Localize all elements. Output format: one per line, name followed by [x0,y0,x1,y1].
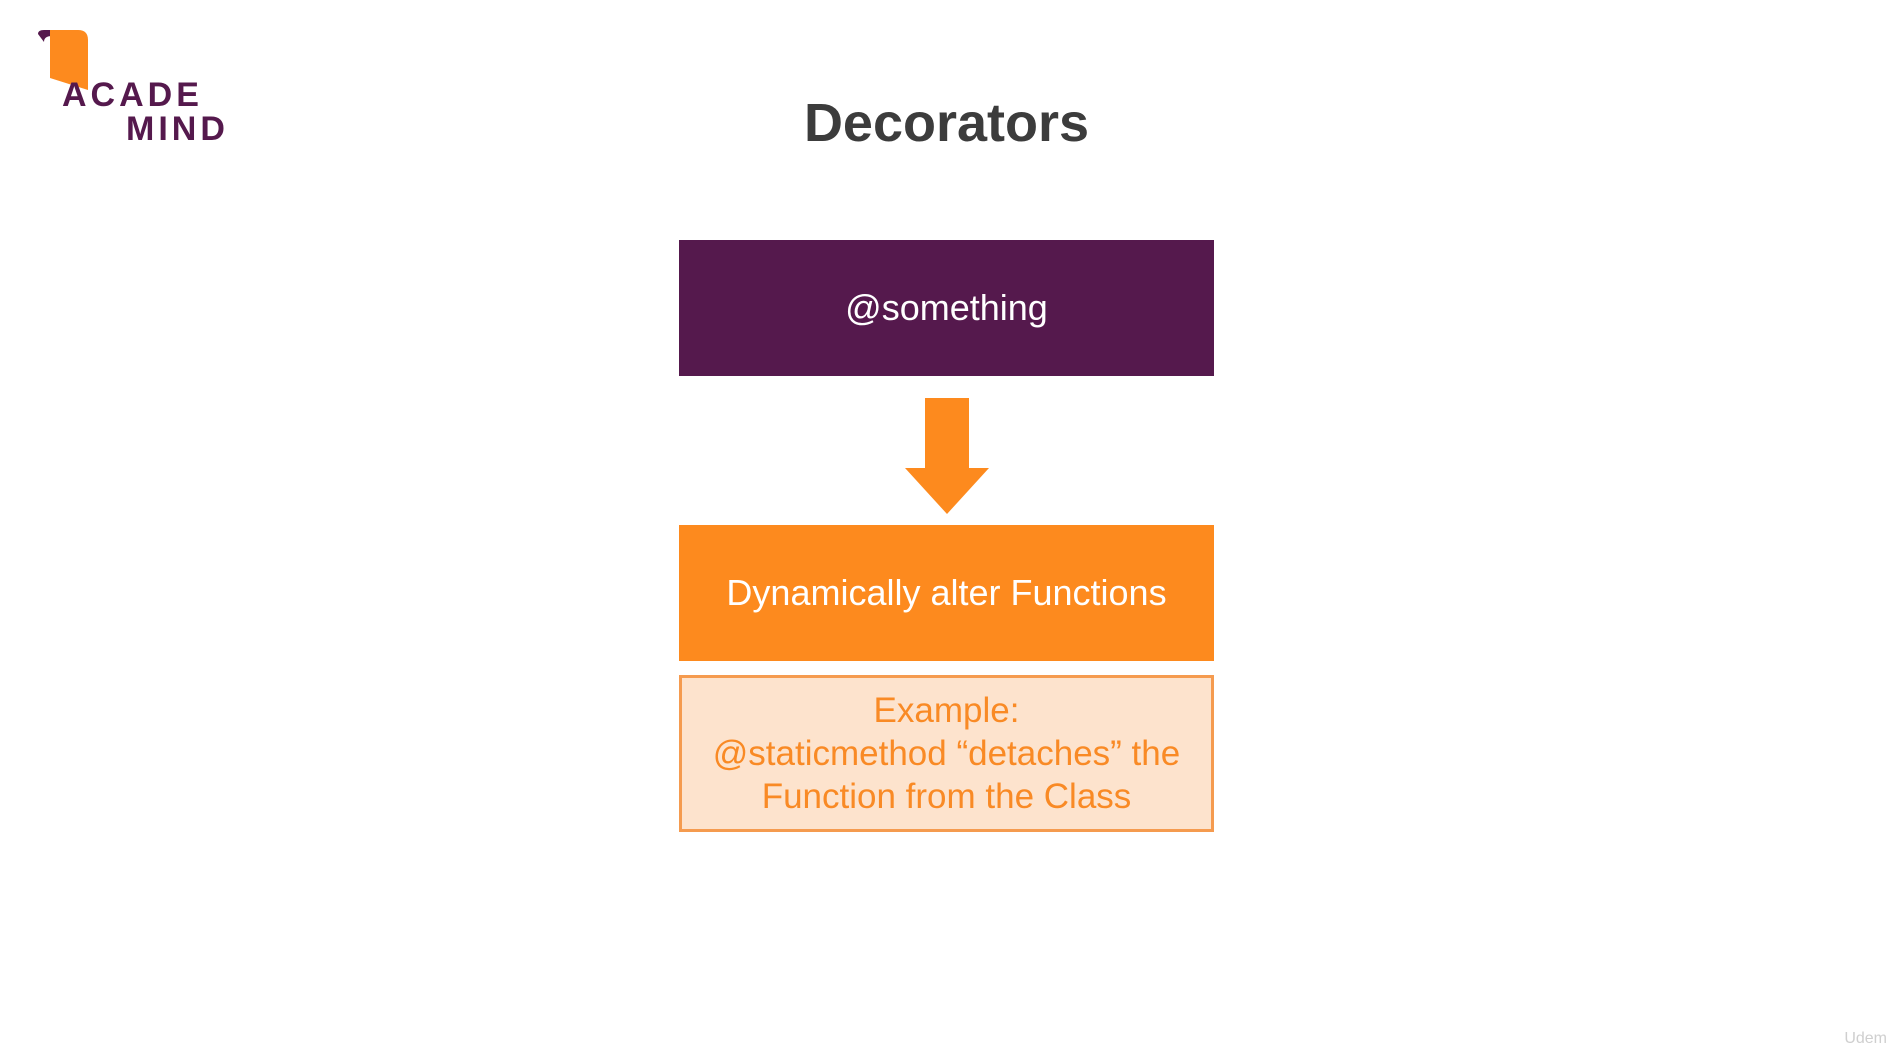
decorator-syntax-box: @something [679,240,1214,376]
slide-title: Decorators [803,93,1090,153]
decorator-syntax-label: @something [845,287,1048,328]
logo-text-line2: MIND [126,110,229,148]
example-heading: Example: [873,691,1020,730]
watermark: Udem [1844,1030,1887,1047]
academind-logo: ACADE MIND [38,30,248,150]
description-box: Dynamically alter Functions [679,525,1214,661]
logo-text-line1: ACADE [62,76,203,114]
description-label: Dynamically alter Functions [726,572,1167,613]
example-line: Function from the Class [761,777,1132,816]
example-line: @staticmethod “detaches” the [712,734,1181,773]
arrow-down-icon [905,398,989,514]
example-box: Example: @staticmethod “detaches” the Fu… [679,675,1214,832]
bookmark-icon [38,30,88,90]
